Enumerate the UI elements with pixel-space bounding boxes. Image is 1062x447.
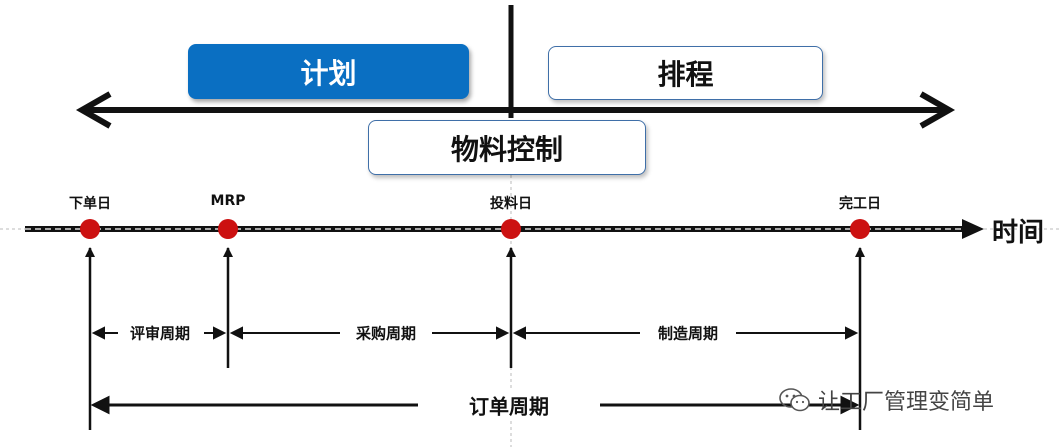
milestone-dot-complete xyxy=(850,219,870,239)
material-control-box: 物料控制 xyxy=(368,120,646,175)
milestone-label-order-date: 下单日 xyxy=(69,196,111,212)
review-cycle-arrow xyxy=(91,326,227,340)
watermark: 让工厂管理变简单 xyxy=(778,384,994,416)
milestone-dot-mrp xyxy=(218,219,238,239)
milestone-dot-order xyxy=(80,219,100,239)
review-cycle-label: 评审周期 xyxy=(125,322,195,344)
time-axis xyxy=(25,219,984,239)
purchase-cycle-arrow xyxy=(229,326,510,340)
milestone-dot-feed xyxy=(501,219,521,239)
milestone-verticals xyxy=(85,247,865,430)
plan-box: 计划 xyxy=(188,44,469,99)
manufacture-cycle-label: 制造周期 xyxy=(653,322,723,344)
wechat-icon xyxy=(779,388,810,412)
schedule-box: 排程 xyxy=(548,46,823,100)
planning-range-arrow xyxy=(75,91,956,129)
purchase-cycle-label: 采购周期 xyxy=(351,322,421,344)
time-axis-label: 时间 xyxy=(992,218,1045,248)
order-cycle-label: 订单周期 xyxy=(465,390,553,420)
milestone-label-feed-date: 投料日 xyxy=(490,196,532,212)
manufacture-cycle-arrow xyxy=(512,326,859,340)
milestone-label-mrp: MRP xyxy=(210,193,246,209)
milestone-label-complete-date: 完工日 xyxy=(839,196,881,212)
watermark-text: 让工厂管理变简单 xyxy=(818,390,995,415)
